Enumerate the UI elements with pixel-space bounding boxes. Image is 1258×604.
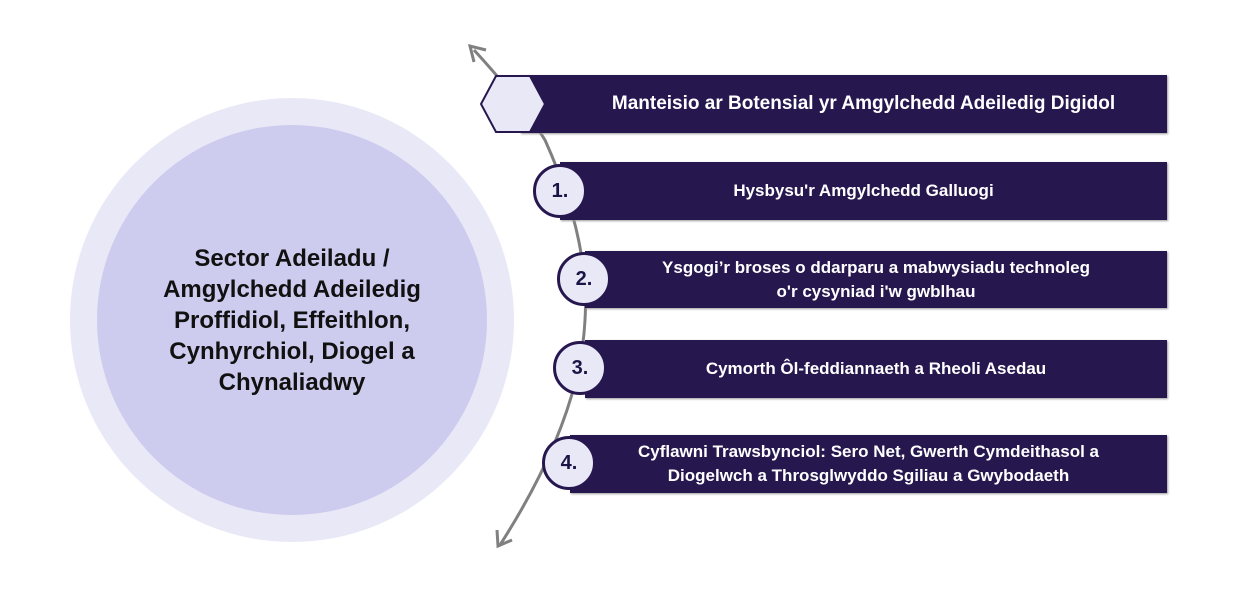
step-bar-4: Cyflawni Trawsbynciol: Sero Net, Gwerth … [570,435,1167,493]
arrow-head-bottom [495,529,513,549]
step-text: Hysbysu'r Amgylchedd Galluogi [733,181,994,200]
hexagon-icon [480,75,546,133]
step-number-3: 3. [553,341,607,395]
center-title: Sector Adeiladu / Amgylchedd Adeiledig P… [163,244,421,396]
step-bar-1: Hysbysu'r Amgylchedd Galluogi [560,162,1167,220]
header-bar: Manteisio ar Botensial yr Amgylchedd Ade… [520,75,1167,133]
step-bar-2: Ysgogi’r broses o ddarparu a mabwysiadu … [585,251,1167,308]
step-number-4: 4. [542,436,596,490]
step-number-2: 2. [557,252,611,306]
arrow-head-top [467,43,487,63]
step-text: Cyflawni Trawsbynciol: Sero Net, Gwerth … [637,442,1099,485]
step-bar-3: Cymorth Ôl-feddiannaeth a Rheoli Asedau [585,340,1167,398]
step-text: Cymorth Ôl-feddiannaeth a Rheoli Asedau [705,359,1047,378]
step-number-1: 1. [533,164,587,218]
header-bar-text: Manteisio ar Botensial yr Amgylchedd Ade… [611,93,1116,114]
step-text: Ysgogi’r broses o ddarparu a mabwysiadu … [662,257,1090,301]
center-circle: Sector Adeiladu / Amgylchedd Adeiledig P… [97,125,487,515]
